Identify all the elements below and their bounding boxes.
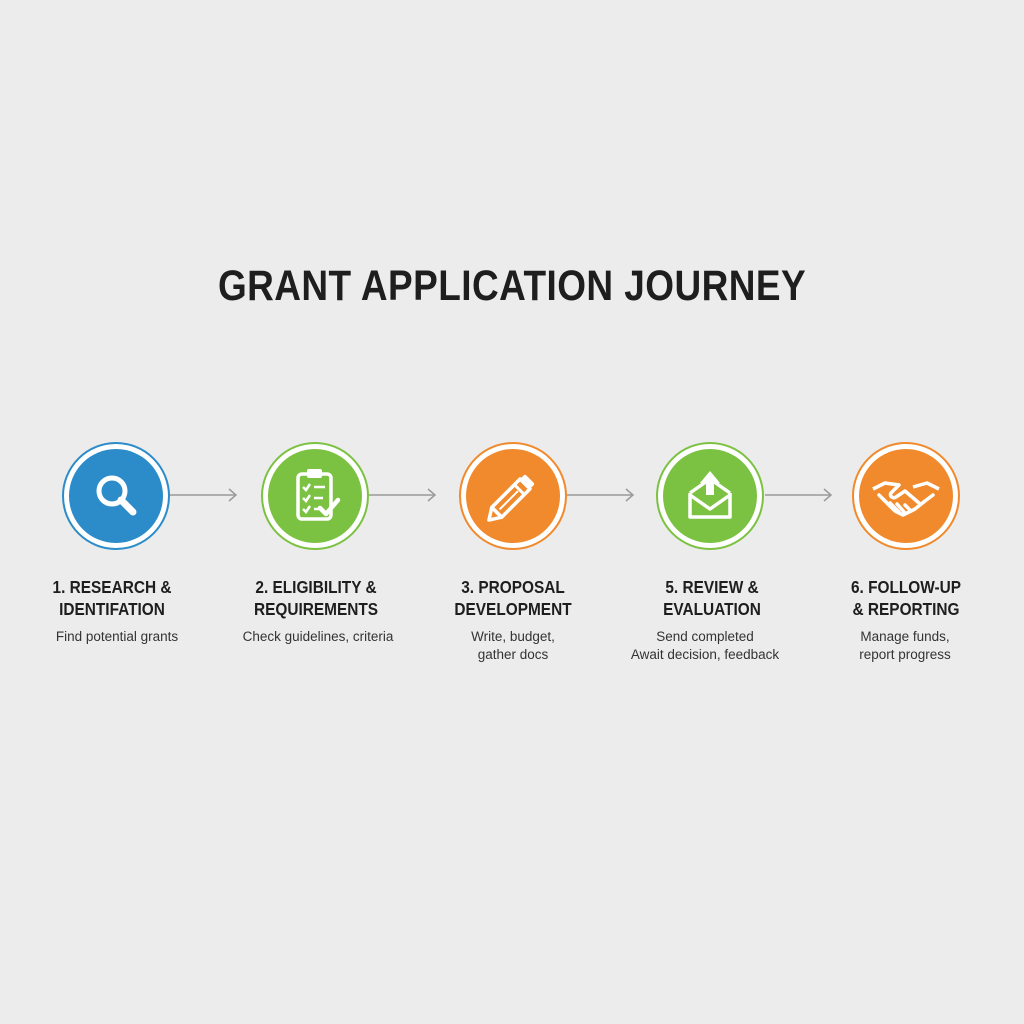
- step-2-title: 2. ELIGIBILITY & REQUIREMENTS: [253, 577, 379, 619]
- envelope-upload-icon: [688, 471, 732, 519]
- step-4-fill: [663, 449, 757, 543]
- step-1-title: 1. RESEARCH & IDENTIFATION: [52, 577, 172, 619]
- step-3-title: 3. PROPOSAL DEVELOPMENT: [454, 577, 572, 619]
- step-5-title: 6. FOLLOW-UP & REPORTING: [850, 577, 962, 619]
- arrow-2-icon: [369, 488, 437, 502]
- step-1-fill: [69, 449, 163, 543]
- step-2-fill: [268, 449, 362, 543]
- step-3-fill: [466, 449, 560, 543]
- step-2-circle: [261, 442, 369, 550]
- magnifier-icon: [96, 475, 137, 516]
- arrow-4-icon: [765, 488, 833, 502]
- step-4-title: 5. REVIEW & EVALUATION: [663, 577, 761, 619]
- step-5-description: Manage funds, report progress: [859, 629, 951, 662]
- handshake-icon: [872, 481, 940, 517]
- page-title: GRANT APPLICATION JOURNEY: [217, 262, 807, 310]
- step-4-circle: [656, 442, 764, 550]
- step-1-description: Find potential grants: [55, 629, 179, 644]
- arrow-3-icon: [567, 488, 635, 502]
- step-2-description: Check guidelines, criteria: [242, 629, 394, 644]
- step-3-circle: [459, 442, 567, 550]
- step-5-fill: [859, 449, 953, 543]
- checklist-clipboard-icon: [296, 469, 341, 521]
- step-5-circle: [852, 442, 960, 550]
- step-3-description: Write, budget, gather docs: [471, 629, 555, 662]
- step-1-circle: [62, 442, 170, 550]
- arrow-1-icon: [170, 488, 238, 502]
- pencil-icon: [487, 474, 535, 522]
- step-4-description: Send completed Await decision, feedback: [630, 629, 780, 662]
